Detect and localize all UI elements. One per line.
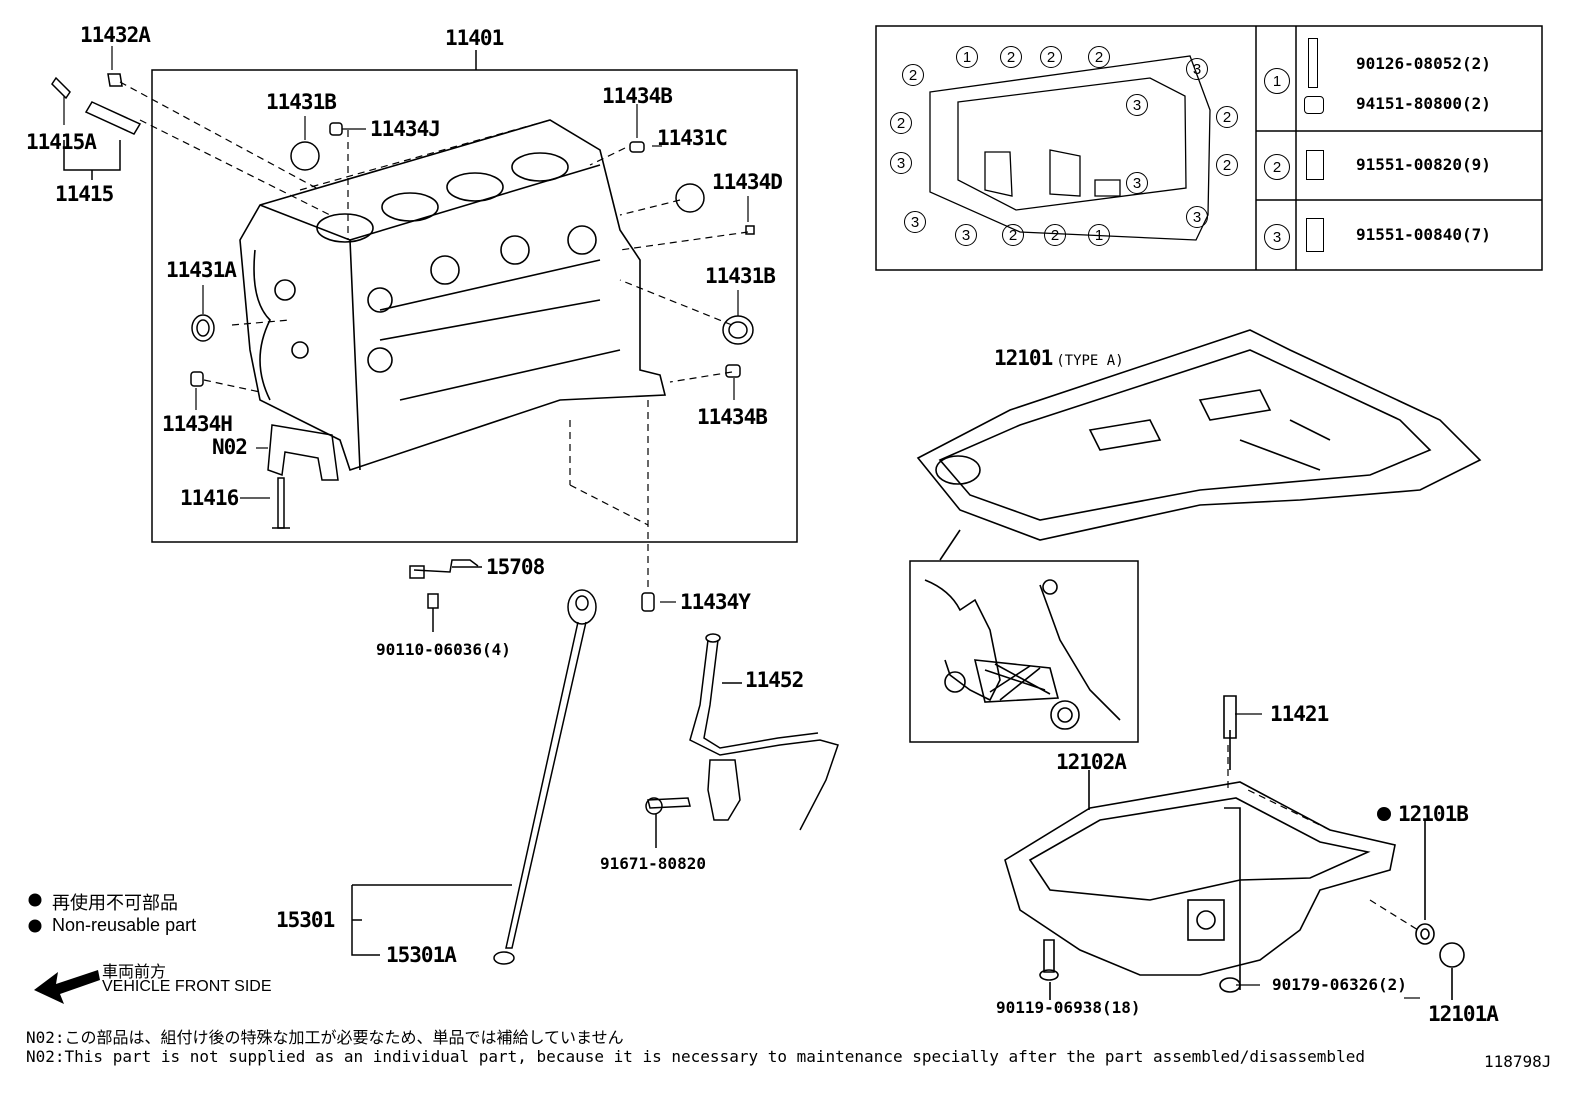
gasket-key-3: 3 [1186,58,1208,80]
gasket-key-2: 2 [1002,224,1024,246]
gasket-key-1: 1 [956,46,978,68]
gasket-key-2: 2 [1216,154,1238,176]
gasket-key-3: 3 [904,211,926,233]
flange-bolt-icon [1306,150,1324,180]
callout-12101-type: (TYPE A) [1056,353,1124,369]
callout-11452: 11452 [745,668,804,692]
gasket-key-2: 2 [902,64,924,86]
gasket-key-2: 2 [1044,224,1066,246]
gasket-key-3: 3 [955,224,977,246]
dowel-11434Y [641,592,655,612]
callout-90119-06938: 90119-06938(18) [996,998,1141,1017]
callout-11434H: 11434H [162,412,233,436]
callout-11431C: 11431C [657,126,728,150]
table-key-3: 3 [1264,224,1290,250]
legend-nonreusable-en: Non-reusable part [52,915,197,935]
table-key-2: 2 [1264,154,1290,180]
note-n02-jp: N02:この部品は、組付け後の特殊な加工が必要なため、単品では補給していません [26,1028,624,1047]
nut-icon [1304,96,1324,114]
callout-91671-80820: 91671-80820 [600,854,706,873]
gasket-key-2: 2 [1088,46,1110,68]
callout-12101B: 12101B [1398,802,1469,826]
callout-11431A: 11431A [166,258,237,282]
detail-inset-drawing [924,579,1121,730]
callout-12101A: 12101A [1428,1002,1499,1026]
gasket-key-2: 2 [1216,106,1238,128]
callout-11416: 11416 [180,486,239,510]
callout-11434D: 11434D [712,170,783,194]
non-reusable-bullet-icon [1377,807,1391,821]
dipstick-15301 [351,589,597,965]
callout-15301: 15301 [276,908,335,932]
gasket-plan-view [929,55,1211,241]
callout-11415A: 11415A [26,130,97,154]
callout-11431B-right: 11431B [705,264,776,288]
callout-12102A: 12102A [1056,750,1127,774]
callout-11432A: 11432A [80,23,151,47]
block-small-parts [51,73,755,529]
engine-block-drawing [239,119,667,472]
legend-front-jp: 車両前方 [102,964,167,981]
vehicle-front-arrow-icon [34,970,100,1004]
callout-11415: 11415 [55,182,114,206]
table-row1-nut: 94151-80800(2) [1356,94,1491,113]
bolt-table-frame [875,25,1543,271]
gasket-key-1: 1 [1088,224,1110,246]
callout-N02: N02 [212,435,248,459]
gasket-key-3: 3 [1126,172,1148,194]
gasket-key-3: 3 [1186,206,1208,228]
table-row2-bolt: 91551-00820(9) [1356,155,1491,174]
legend-front-en: VEHICLE FRONT SIDE [102,978,272,995]
callout-12101: 12101(TYPE A) [994,348,1124,369]
figure-id: 118798J [1484,1052,1552,1071]
flange-bolt-icon [1306,218,1324,252]
callout-12101-number: 12101 [994,346,1053,370]
callout-15301A: 15301A [386,943,457,967]
callout-11434J: 11434J [370,117,441,141]
gasket-key-2: 2 [1040,46,1062,68]
cylinder-block-frame [151,69,798,543]
callout-11434B-right: 11434B [697,405,768,429]
gasket-key-3: 3 [890,152,912,174]
callout-11431B-top: 11431B [266,90,337,114]
stud-icon [1308,38,1318,88]
gasket-key-2: 2 [890,112,912,134]
callout-15708: 15708 [486,555,545,579]
table-row1-stud: 90126-08052(2) [1356,54,1491,73]
legend-bullet-icon [28,893,42,907]
callout-11421: 11421 [1270,702,1329,726]
parts-15708 [409,559,482,632]
gasket-key-3: 3 [1126,94,1148,116]
legend-bullet-icon [28,919,42,933]
gauge-guide-11452 [645,633,839,848]
callout-90179-06326: 90179-06326(2) [1272,975,1407,994]
oil-pan-upper-12101 [916,329,1482,561]
detail-inset-frame [909,560,1139,743]
callout-11434B-top: 11434B [602,84,673,108]
table-key-1: 1 [1264,68,1290,94]
callout-90110-06036: 90110-06036(4) [376,640,511,659]
table-row3-bolt: 91551-00840(7) [1356,225,1491,244]
legend-nonreusable-jp: 再使用不可部品 [52,893,178,913]
label-leaders [63,46,1420,999]
oil-pan-lower-12102A [1004,695,1465,1000]
dashed-leaders-block [119,81,1419,931]
gasket-key-2: 2 [1000,46,1022,68]
note-n02-en: N02:This part is not supplied as an indi… [26,1047,1365,1066]
callout-11401: 11401 [445,26,504,50]
callout-11434Y: 11434Y [680,590,751,614]
